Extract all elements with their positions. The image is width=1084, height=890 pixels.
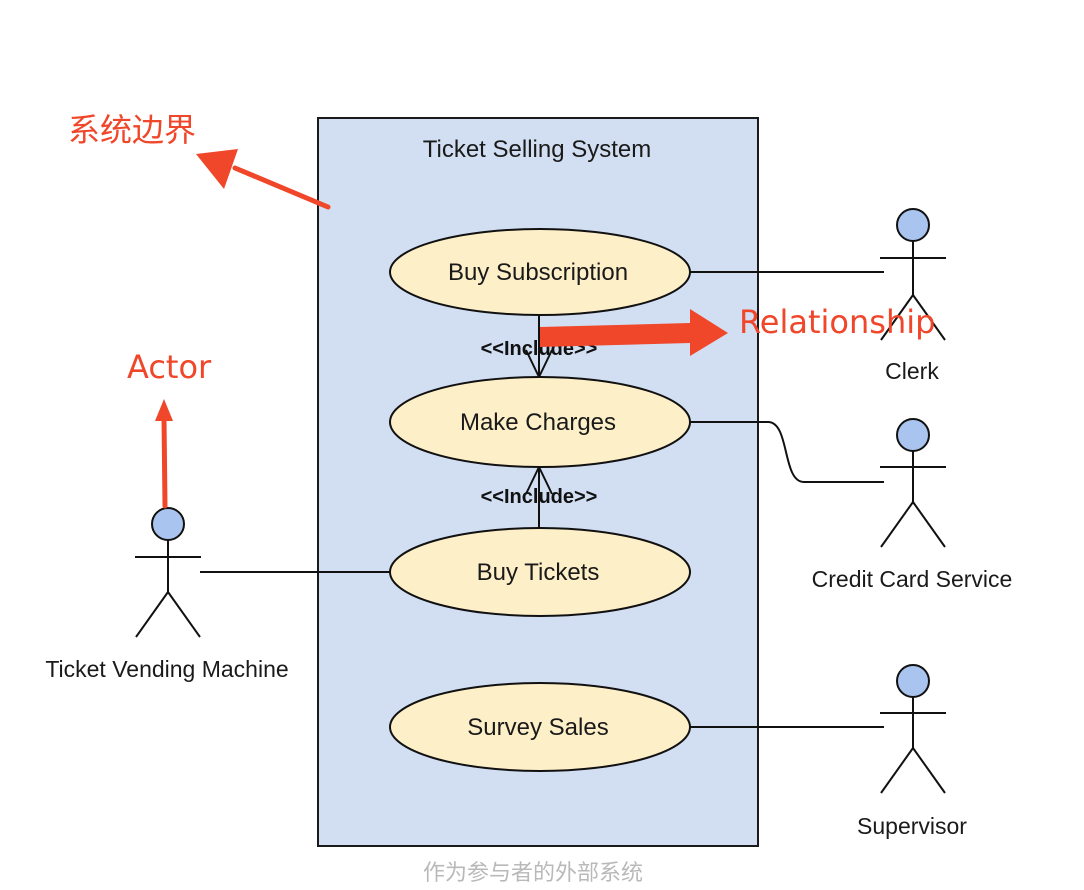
actor-ticket-vending-machine	[135, 507, 201, 638]
annotation-arrow-boundary-icon	[196, 149, 331, 210]
association-credit-card-service	[690, 421, 884, 483]
use-case-label: Survey Sales	[467, 714, 608, 741]
include-label-2: <<Include>>	[481, 486, 598, 508]
actor-head-icon	[896, 664, 930, 698]
actor-clerk	[880, 208, 946, 341]
use-case-survey-sales: Survey Sales	[389, 682, 691, 772]
use-case-label: Buy Subscription	[448, 259, 628, 286]
actor-label-credit-card-service: Credit Card Service	[812, 566, 1013, 592]
actor-label-ticket-vending-machine: Ticket Vending Machine	[45, 656, 288, 682]
annotation-actor: Actor	[127, 348, 212, 386]
annotation-arrow-relationship-icon	[540, 309, 728, 356]
use-case-buy-tickets: Buy Tickets	[389, 527, 691, 617]
actor-credit-card-service	[880, 418, 946, 548]
actor-supervisor	[880, 664, 946, 794]
annotation-arrow-actor-icon	[155, 399, 173, 509]
caption: 作为参与者的外部系统	[423, 861, 643, 886]
actor-label-clerk: Clerk	[885, 358, 939, 384]
system-title: Ticket Selling System	[423, 136, 652, 163]
actor-head-icon	[896, 418, 930, 452]
use-case-buy-subscription: Buy Subscription	[389, 228, 691, 316]
actor-head-icon	[896, 208, 930, 242]
annotation-relationship: Relationship	[739, 303, 935, 341]
use-case-label: Make Charges	[460, 409, 616, 436]
actor-head-icon	[151, 507, 185, 541]
annotation-system-boundary: 系统边界	[68, 111, 196, 149]
use-case-make-charges: Make Charges	[389, 376, 691, 468]
actor-label-supervisor: Supervisor	[857, 813, 967, 839]
use-case-label: Buy Tickets	[477, 559, 600, 586]
